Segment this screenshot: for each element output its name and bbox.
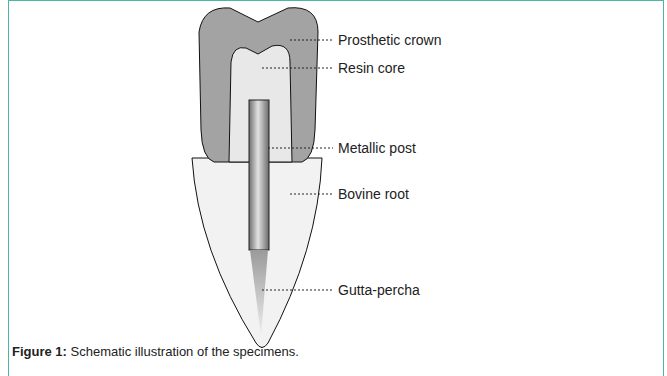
part-label: Resin core bbox=[338, 60, 405, 76]
leader-line bbox=[290, 194, 333, 195]
figure-caption: Figure 1: Schematic illustration of the … bbox=[12, 344, 299, 359]
caption-text: Schematic illustration of the specimens. bbox=[67, 344, 299, 359]
figure-frame bbox=[8, 0, 664, 376]
leader-line bbox=[268, 148, 333, 149]
gutta-percha bbox=[250, 250, 268, 336]
part-label: Metallic post bbox=[338, 140, 416, 156]
figure-number: Figure 1: bbox=[12, 344, 67, 359]
leader-line bbox=[262, 290, 333, 291]
leader-lines bbox=[262, 40, 333, 290]
part-label: Prosthetic crown bbox=[338, 32, 441, 48]
leader-line bbox=[262, 68, 333, 69]
metallic-post bbox=[249, 100, 269, 250]
part-label: Gutta-percha bbox=[338, 282, 420, 298]
leader-line bbox=[290, 40, 333, 41]
part-label: Bovine root bbox=[338, 186, 409, 202]
